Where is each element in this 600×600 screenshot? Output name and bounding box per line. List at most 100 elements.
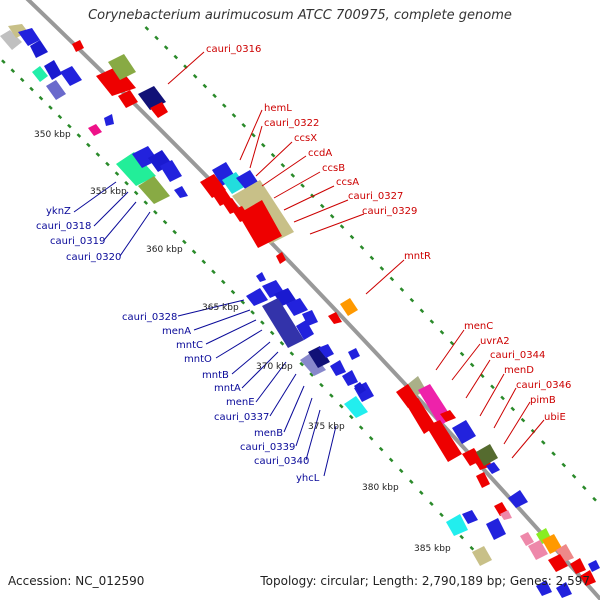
gene-label[interactable]: ccsA bbox=[336, 177, 359, 188]
gene-label[interactable]: mntB bbox=[202, 370, 229, 381]
gene-feature[interactable] bbox=[238, 200, 282, 248]
gene-label[interactable]: ubiE bbox=[544, 412, 566, 423]
gene-label[interactable]: cauri_0328 bbox=[122, 312, 177, 323]
gene-feature[interactable] bbox=[340, 298, 358, 316]
gene-feature[interactable] bbox=[462, 510, 478, 524]
gene-feature[interactable] bbox=[500, 510, 512, 520]
gene-label[interactable]: cauri_0320 bbox=[66, 252, 121, 263]
gene-feature[interactable] bbox=[96, 66, 136, 96]
gene-feature[interactable] bbox=[440, 410, 456, 422]
gene-feature[interactable] bbox=[296, 320, 314, 340]
gene-feature[interactable] bbox=[570, 558, 586, 574]
gene-feature[interactable] bbox=[222, 172, 246, 194]
gene-label[interactable]: hemL bbox=[264, 103, 292, 114]
gene-feature[interactable] bbox=[276, 252, 286, 264]
gene-feature[interactable] bbox=[528, 540, 548, 560]
gene-feature[interactable] bbox=[44, 60, 62, 80]
gene-feature[interactable] bbox=[286, 298, 308, 316]
gene-feature[interactable] bbox=[174, 186, 188, 198]
gene-feature[interactable] bbox=[46, 80, 66, 100]
gene-feature[interactable] bbox=[536, 580, 552, 596]
tick-dot bbox=[143, 200, 149, 205]
gene-label[interactable]: mntC bbox=[176, 340, 203, 351]
gene-feature[interactable] bbox=[542, 534, 562, 554]
gene-label[interactable]: ccsX bbox=[294, 133, 317, 144]
gene-feature[interactable] bbox=[256, 272, 266, 282]
gene-label[interactable]: menC bbox=[464, 321, 493, 332]
gene-label[interactable]: cauri_0340 bbox=[254, 456, 309, 467]
gene-feature[interactable] bbox=[426, 420, 462, 462]
gene-feature[interactable] bbox=[118, 90, 138, 108]
gene-feature[interactable] bbox=[580, 570, 596, 586]
gene-label[interactable]: ccsB bbox=[322, 163, 345, 174]
tick-dot bbox=[67, 123, 72, 129]
gene-feature[interactable] bbox=[108, 54, 136, 80]
gene-feature[interactable] bbox=[308, 346, 330, 368]
gene-feature[interactable] bbox=[508, 490, 528, 508]
gene-label[interactable]: cauri_0327 bbox=[348, 191, 403, 202]
gene-label[interactable]: uvrA2 bbox=[480, 336, 510, 347]
tick-dot bbox=[561, 462, 567, 468]
tick-dot bbox=[358, 425, 364, 430]
gene-feature[interactable] bbox=[476, 472, 490, 488]
gene-feature[interactable] bbox=[486, 518, 506, 540]
gene-feature[interactable] bbox=[452, 420, 476, 444]
gene-feature[interactable] bbox=[150, 102, 168, 118]
gene-feature[interactable] bbox=[446, 514, 468, 536]
gene-label[interactable]: cauri_0337 bbox=[214, 412, 269, 423]
gene-feature[interactable] bbox=[354, 382, 366, 394]
gene-label[interactable]: menB bbox=[254, 428, 283, 439]
gene-label[interactable]: ccdA bbox=[308, 148, 332, 159]
gene-feature[interactable] bbox=[520, 532, 534, 546]
tick-dot bbox=[154, 35, 159, 41]
gene-feature[interactable] bbox=[318, 344, 334, 358]
gene-feature[interactable] bbox=[116, 152, 156, 186]
gene-label[interactable]: cauri_0319 bbox=[50, 236, 105, 247]
gene-label[interactable]: mntR bbox=[404, 251, 431, 262]
gene-feature[interactable] bbox=[32, 66, 48, 82]
gene-label[interactable]: cauri_0339 bbox=[240, 442, 295, 453]
gene-label[interactable]: mntA bbox=[214, 383, 241, 394]
gene-label[interactable]: yhcL bbox=[296, 473, 320, 484]
gene-feature[interactable] bbox=[556, 544, 574, 562]
gene-feature[interactable] bbox=[588, 560, 600, 572]
gene-label[interactable]: cauri_0346 bbox=[516, 380, 571, 391]
gene-label[interactable]: cauri_0322 bbox=[264, 118, 319, 129]
gene-feature[interactable] bbox=[548, 554, 568, 572]
gene-feature[interactable] bbox=[330, 360, 346, 376]
kbp-label: 355 kbp bbox=[90, 187, 127, 197]
gene-feature[interactable] bbox=[18, 28, 40, 46]
tick-dot bbox=[269, 330, 275, 336]
gene-feature[interactable] bbox=[348, 348, 360, 360]
gene-feature[interactable] bbox=[72, 40, 84, 52]
gene-feature[interactable] bbox=[300, 352, 326, 376]
gene-feature[interactable] bbox=[160, 160, 182, 182]
gene-feature[interactable] bbox=[486, 462, 500, 474]
gene-label[interactable]: menD bbox=[504, 365, 534, 376]
gene-feature[interactable] bbox=[476, 444, 498, 466]
gene-label[interactable]: cauri_0318 bbox=[36, 221, 91, 232]
gene-feature[interactable] bbox=[344, 396, 368, 418]
gene-feature[interactable] bbox=[104, 114, 114, 126]
gene-label[interactable]: cauri_0344 bbox=[490, 350, 545, 361]
gene-feature[interactable] bbox=[0, 30, 22, 50]
gene-feature[interactable] bbox=[342, 370, 358, 386]
gene-feature[interactable] bbox=[60, 66, 82, 86]
gene-feature[interactable] bbox=[328, 312, 342, 324]
tick-dot bbox=[378, 446, 384, 452]
gene-label[interactable]: menA bbox=[162, 326, 191, 337]
gene-label[interactable]: menE bbox=[226, 397, 255, 408]
gene-label[interactable]: cauri_0329 bbox=[362, 206, 417, 217]
gene-label[interactable]: mntO bbox=[184, 354, 212, 365]
kbp-label: 350 kbp bbox=[34, 130, 71, 140]
gene-feature[interactable] bbox=[472, 546, 492, 566]
gene-label[interactable]: cauri_0316 bbox=[206, 44, 261, 55]
gene-feature[interactable] bbox=[556, 582, 572, 598]
gene-feature[interactable] bbox=[138, 176, 170, 204]
gene-feature[interactable] bbox=[88, 124, 102, 136]
gene-feature[interactable] bbox=[30, 40, 48, 58]
gene-label[interactable]: pimB bbox=[530, 395, 556, 406]
gene-label[interactable]: yknZ bbox=[46, 206, 71, 217]
gene-feature[interactable] bbox=[246, 288, 268, 306]
gene-feature[interactable] bbox=[262, 298, 304, 348]
